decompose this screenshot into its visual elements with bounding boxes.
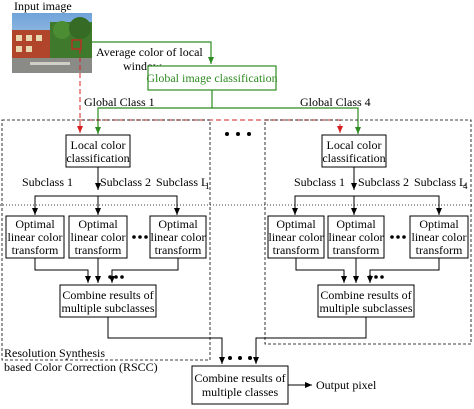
ellipsis-dot (402, 235, 406, 239)
transform-label-line1: Optimal (336, 217, 376, 231)
rscc-label-line1: Resolution Synthesis (4, 346, 105, 360)
subclass1-arrow (292, 195, 354, 215)
rscc-region-class1 (1, 119, 211, 361)
avg-color-label-line1: Average color of local (96, 45, 203, 59)
transform-to-combine-arrow (295, 258, 347, 283)
transform-label-line1: Optimal (15, 217, 55, 231)
ellipsis-dot (144, 235, 148, 239)
ellipsis-dot (114, 275, 118, 279)
combine-subclasses-line2: multiple subclasses (62, 301, 155, 315)
ellipsis-dot (368, 275, 372, 279)
combine-subclasses-line2: multiple subclasses (320, 301, 413, 315)
subclass-L-subscript: 1 (205, 181, 210, 191)
transform-label-line2: linear color (329, 230, 384, 244)
ellipsis-dot (138, 235, 142, 239)
local-classification-box-class4 (321, 134, 387, 168)
transform-label-line2: linear color (71, 230, 126, 244)
local-classification-label-line2: classification (322, 151, 385, 165)
ellipsis-dot (238, 356, 242, 360)
ellipsis-dot (120, 275, 124, 279)
combine-classes-box (191, 365, 289, 405)
global-class-1-label: Global Class 1 (84, 95, 155, 109)
combine-subclasses-line1: Combine results of (62, 288, 153, 302)
global-classification-label: Global image classification (146, 71, 277, 85)
transform-box (149, 215, 207, 259)
transform-label-line3: transform (75, 243, 122, 257)
combine-subclasses-box-class4 (317, 284, 415, 318)
transform-label-line2: linear color (151, 230, 206, 244)
local-classification-label-line1: Local color (71, 138, 126, 152)
global-to-class4-arrow (212, 107, 361, 134)
transform-box (409, 215, 469, 259)
transform-label-line1: Optimal (78, 217, 118, 231)
combine-classes-line2: multiple classes (202, 385, 279, 399)
subclass-L-label: Subclass L (414, 175, 466, 189)
transform-to-combine-arrow (34, 258, 91, 283)
ellipsis-dot (108, 275, 112, 279)
subclass-1-label: Subclass 1 (294, 175, 345, 189)
subclass-2-label: Subclass 2 (358, 175, 409, 189)
local-classification-label-line2: classification (66, 151, 129, 165)
transform-label-line3: transform (416, 243, 463, 257)
transform-label-line2: linear color (269, 230, 324, 244)
transform-box (327, 215, 385, 259)
global-classification-box (147, 65, 277, 91)
local-classification-label-line1: Local color (327, 138, 382, 152)
subclass1-arrow (32, 195, 98, 215)
subclass-L-subscript: 4 (463, 181, 468, 191)
ellipsis-dot (236, 132, 240, 136)
global-class-4-label: Global Class 4 (300, 95, 371, 109)
ellipsis-dot (248, 356, 252, 360)
subclassL-arrow (354, 195, 442, 215)
subclass-L-label: Subclass L (156, 175, 208, 189)
transform-box (68, 215, 128, 259)
transform-label-line3: transform (333, 243, 380, 257)
ellipsis-dot (396, 235, 400, 239)
transform-to-combine-arrow (109, 258, 179, 283)
subclass-2-label: Subclass 2 (100, 175, 151, 189)
ellipsis-dot (390, 235, 394, 239)
input-image-label: Input image (14, 0, 72, 13)
subclassL-arrow (98, 195, 180, 215)
input-to-global-arrow (92, 41, 214, 64)
ellipsis-dot (247, 132, 251, 136)
global-to-class1-arrow (95, 90, 213, 134)
ellipsis-dot (225, 132, 229, 136)
combine-classes-line1: Combine results of (194, 371, 285, 385)
subclass-1-label: Subclass 1 (22, 175, 73, 189)
rscc-region-class4 (264, 119, 472, 345)
ellipsis-dot (228, 356, 232, 360)
combine-subclasses-line1: Combine results of (320, 288, 411, 302)
local-window-to-class4-arrow (80, 119, 343, 133)
ellipsis-dot (380, 275, 384, 279)
transform-label-line1: Optimal (276, 217, 316, 231)
transform-label-line3: transform (273, 243, 320, 257)
rscc-label-line2: based Color Correction (RSCC) (4, 360, 158, 374)
ellipsis-dot (132, 235, 136, 239)
transform-label-line1: Optimal (419, 217, 459, 231)
output-pixel-label: Output pixel (316, 378, 377, 392)
transform-label-line1: Optimal (158, 217, 198, 231)
transform-label-line2: linear color (8, 230, 63, 244)
local-classification-box-class1 (65, 134, 131, 168)
ellipsis-dot (374, 275, 378, 279)
input-image-thumbnail (12, 13, 92, 73)
transform-label-line3: transform (12, 243, 59, 257)
transform-label-line3: transform (155, 243, 202, 257)
transform-to-combine-arrow (367, 258, 440, 283)
class1-to-final-arrow (107, 317, 225, 364)
class4-to-final-arrow (253, 317, 367, 364)
transform-box (267, 215, 325, 259)
transform-label-line2: linear color (412, 230, 467, 244)
